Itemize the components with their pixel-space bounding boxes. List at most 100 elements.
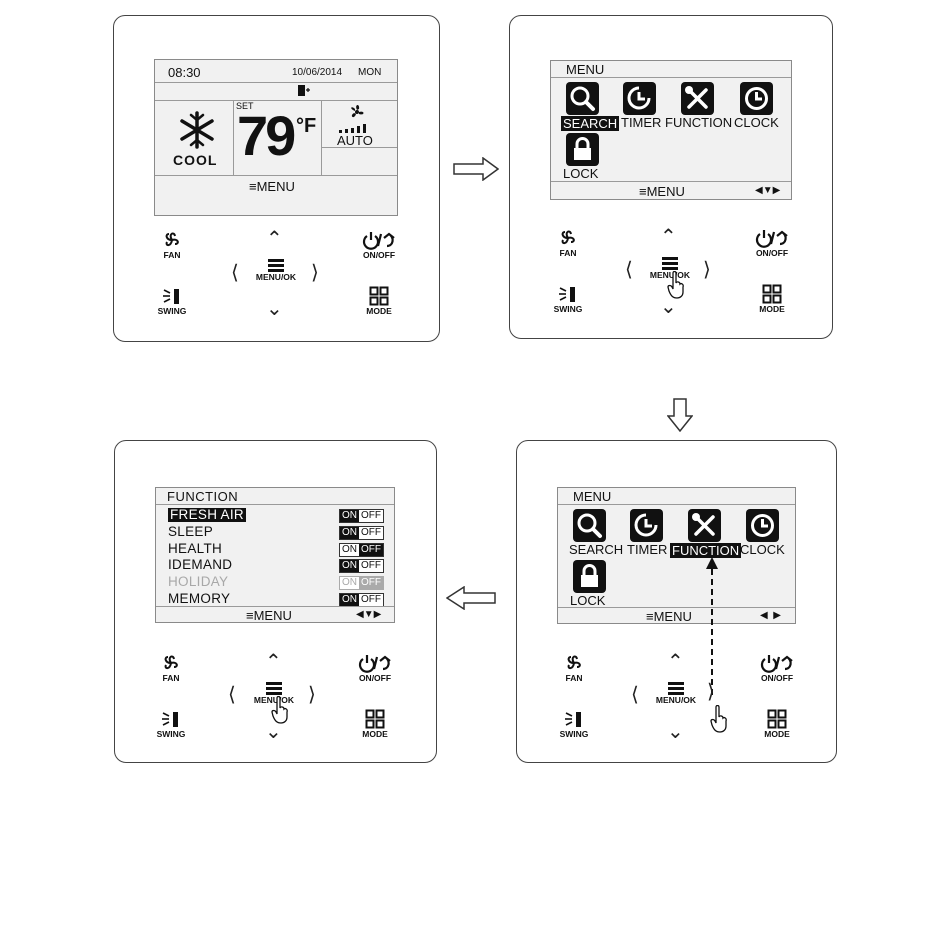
right-arrow-button[interactable]: ⟩ [308,682,316,706]
lock-icon [581,564,598,587]
function-row-name: MEMORY [168,591,231,606]
clock-time: 08:30 [168,65,201,80]
snowflake-icon [180,111,214,149]
up-arrow-button[interactable]: ⌃ [265,649,282,673]
temperature-value: 79 [237,104,296,167]
right-arrow-button[interactable]: ⟩ [311,260,319,284]
grid-icon [365,709,385,729]
on-option: ON [340,560,359,573]
function-tile[interactable] [681,82,714,115]
power-return-icon [358,655,391,673]
fan-divider [321,147,397,148]
mode-button[interactable]: MODE [361,286,397,316]
menu-lines-icon [662,257,678,270]
menu-ok-button[interactable]: MENU/OK [250,259,302,282]
menu-bottom-divider [558,607,795,608]
clock-icon [745,87,768,110]
lock-tile[interactable] [573,560,606,593]
pointing-hand-icon [271,696,288,724]
lock-icon [574,137,591,160]
top-divider [155,82,397,83]
menu-footer-label: MENU [256,179,295,194]
lock-tile[interactable] [566,133,599,166]
timer-icon [627,86,651,110]
down-arrow-button[interactable]: ⌄ [660,294,677,318]
mode-button[interactable]: MODE [759,709,795,739]
off-option: OFF [359,543,383,556]
menu-ok-button-label: MENU/OK [649,270,691,280]
fan-speed-icon [351,104,364,118]
function-title-divider [156,504,394,505]
on-option: ON [340,510,359,522]
menu-ok-button[interactable]: MENU/OK [650,682,702,705]
search-tile[interactable] [566,82,599,115]
swing-button-label: SWING [559,729,589,739]
menu-footer: ≡MENU [646,610,692,623]
on-option: ON [340,543,359,556]
controller-panel-menu-function: MENU SEARCH TIMER FUNCTION CLOCK LOCK ≡M… [516,440,837,763]
menu-footer: ≡MENU [246,609,292,622]
right-arrow-button[interactable]: ⟩ [707,679,715,703]
fan-button[interactable]: FAN [550,228,586,258]
swing-button[interactable]: SWING [556,709,592,739]
fan-button[interactable]: FAN [556,653,592,683]
power-return-icon [760,655,793,673]
down-arrow-button[interactable]: ⌄ [265,719,282,743]
timer-icon [634,513,658,537]
fan-button[interactable]: FAN [153,653,189,683]
menu-lines-icon: ≡ [639,184,647,199]
left-arrow-button[interactable]: ⟨ [231,260,239,284]
onoff-button[interactable]: ON/OFF [353,653,397,683]
mode-button[interactable]: MODE [754,284,790,314]
left-arrow-button[interactable]: ⟨ [631,682,639,706]
swing-button-label: SWING [157,306,187,316]
swing-button[interactable]: SWING [550,284,586,314]
off-option: OFF [359,594,383,606]
onoff-button[interactable]: ON/OFF [357,230,401,260]
onoff-button[interactable]: ON/OFF [755,653,799,683]
down-arrow-button[interactable]: ⌄ [266,296,283,320]
up-arrow-button[interactable]: ⌃ [660,224,677,248]
swing-button[interactable]: SWING [153,709,189,739]
timer-tile[interactable] [630,509,663,542]
up-arrow-button[interactable]: ⌃ [667,649,684,673]
function-tile[interactable] [688,509,721,542]
mode-button[interactable]: MODE [357,709,393,739]
menu-ok-button[interactable]: MENU/OK [248,682,300,705]
menu-bottom-divider [551,181,791,182]
flow-arrow-left [446,586,496,610]
menu-lines-icon [668,682,684,695]
down-arrow-button[interactable]: ⌄ [667,719,684,743]
left-arrow-button[interactable]: ⟨ [625,257,633,281]
set-label: SET [236,101,254,111]
clock-tile[interactable] [746,509,779,542]
clock-tile[interactable] [740,82,773,115]
left-arrow-button[interactable]: ⟨ [228,682,236,706]
timer-tile[interactable] [623,82,656,115]
search-label: SEARCH [569,542,624,557]
fan-button[interactable]: FAN [154,230,190,260]
menu-ok-button[interactable]: MENU/OK [644,257,696,280]
search-tile[interactable] [573,509,606,542]
date-text: 10/06/2014 [292,67,343,78]
nav-left-down-right-icon: ◀▼▶ [356,609,382,620]
onoff-button[interactable]: ON/OFF [750,228,794,258]
right-arrow-button[interactable]: ⟩ [703,257,711,281]
controller-panel-home: 08:30 10/06/2014 MON COOL SET 79 °F [113,15,440,342]
magnifier-icon [570,86,595,111]
up-arrow-button[interactable]: ⌃ [266,226,283,250]
swing-button[interactable]: SWING [154,286,190,316]
